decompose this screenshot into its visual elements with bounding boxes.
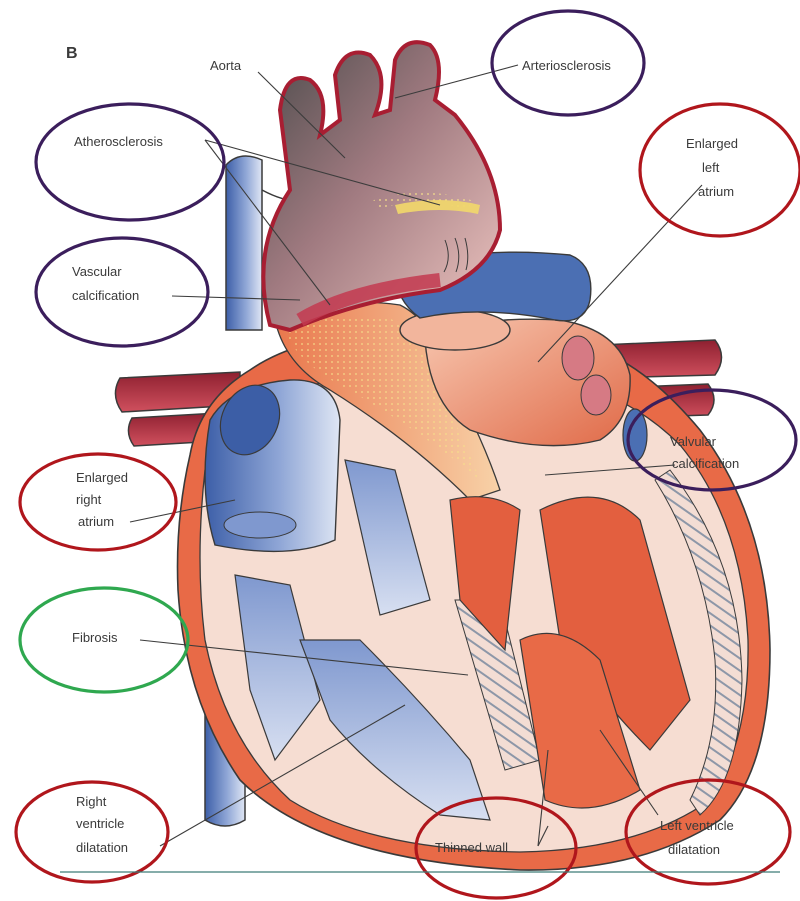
pulmonary-vein-ostium-lower (581, 375, 611, 415)
label-enlarged-left-atrium: Enlarged left atrium (686, 136, 742, 199)
label-enlarged-right-atrium: Enlarged right atrium (76, 470, 132, 529)
label-thinned-wall: Thinned wall (435, 840, 508, 855)
label-aorta: Aorta (210, 58, 242, 73)
mitral-annulus (623, 409, 647, 461)
pulmonary-vein-ostium-upper (562, 336, 594, 380)
coronary-sinus (224, 512, 296, 538)
label-vascular-calcification: Vascular calcification (72, 264, 139, 303)
label-arteriosclerosis: Arteriosclerosis (522, 58, 611, 73)
label-fibrosis: Fibrosis (72, 630, 118, 645)
label-atherosclerosis: Atherosclerosis (74, 134, 163, 149)
panel-label: B (66, 45, 78, 62)
circle-atherosclerosis (36, 104, 224, 220)
superior-vena-cava (226, 156, 262, 330)
label-right-ventricle-dilatation: Right ventricle dilatation (76, 794, 128, 855)
